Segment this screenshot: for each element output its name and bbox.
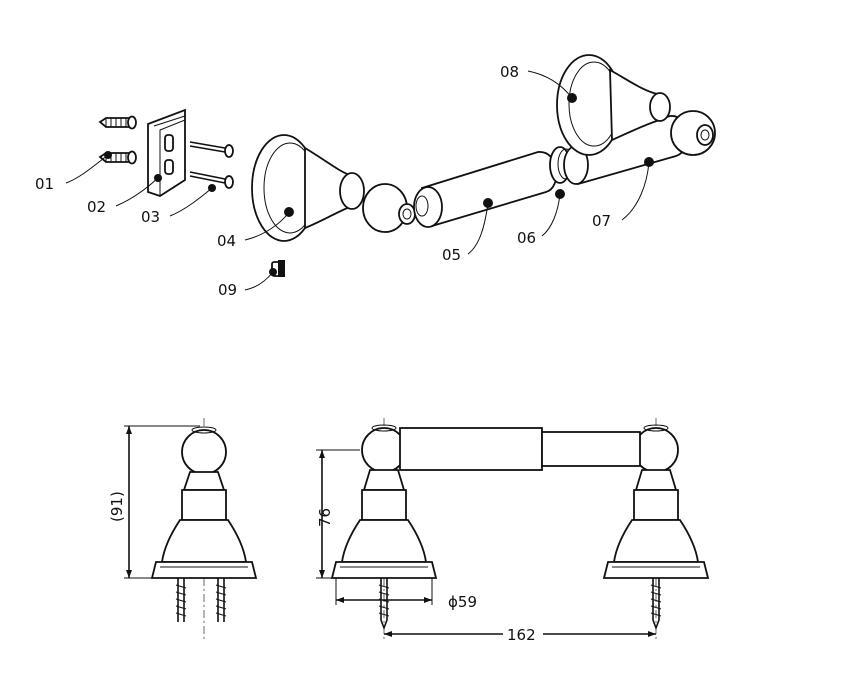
label-04: 04 <box>217 232 236 250</box>
label-09: 09 <box>218 281 237 299</box>
label-08: 08 <box>500 63 519 81</box>
part-05-roller-left <box>413 151 558 228</box>
label-07: 07 <box>592 212 611 230</box>
dim-post-spacing: 162 <box>507 626 536 644</box>
label-05: 05 <box>442 246 461 264</box>
side-view <box>124 418 258 640</box>
label-01: 01 <box>35 175 54 193</box>
leader-lines <box>65 70 654 291</box>
part-02-mounting-bracket <box>147 108 186 197</box>
part-04-left-post <box>251 134 416 242</box>
part-08-right-post <box>556 54 716 156</box>
part-03-screws <box>189 141 234 189</box>
dim-overall-height: (91) <box>108 491 126 522</box>
dim-base-diameter: ϕ59 <box>448 593 477 611</box>
dim-post-height: 76 <box>316 508 334 527</box>
label-02: 02 <box>87 198 106 216</box>
label-03: 03 <box>141 208 160 226</box>
front-view <box>316 418 710 640</box>
label-06: 06 <box>517 229 536 247</box>
